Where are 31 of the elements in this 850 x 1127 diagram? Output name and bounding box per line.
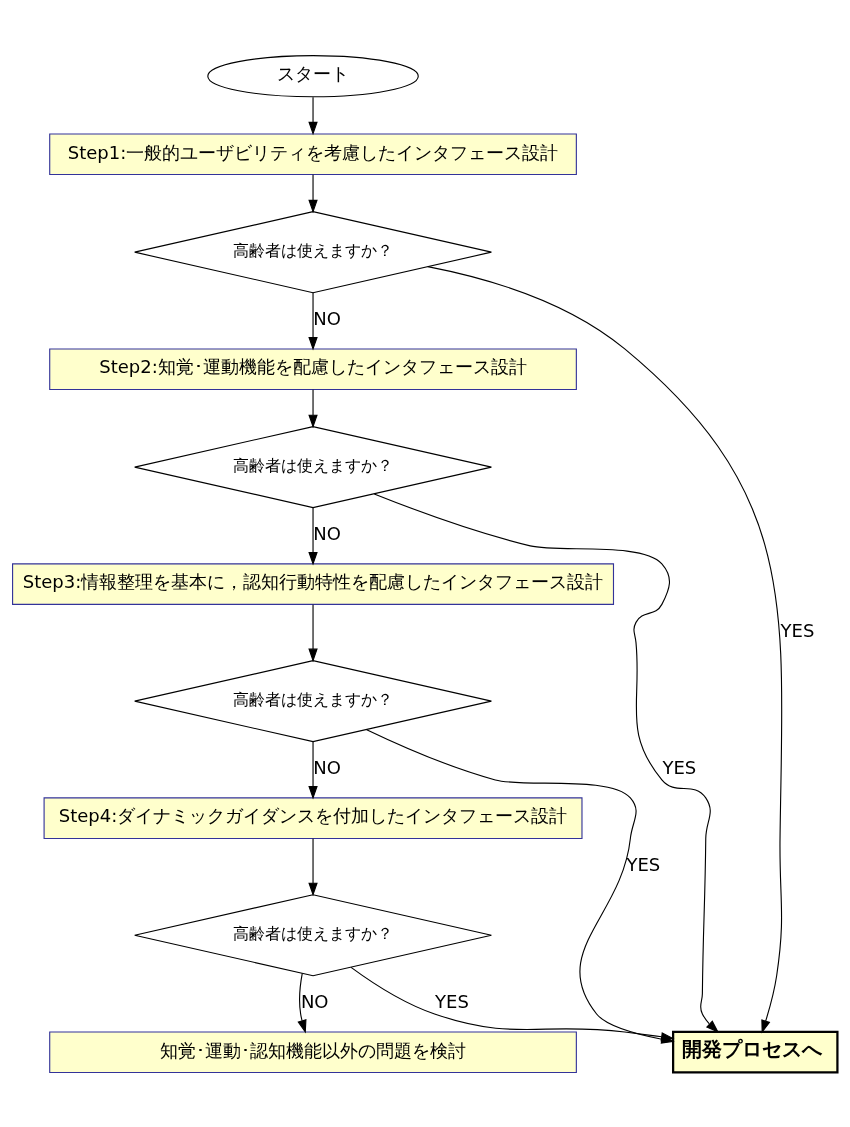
- arrow: [350, 966, 675, 1041]
- node-box: Step1:一般的ユーザビリティを考慮したインタフェース設計: [49, 132, 577, 175]
- node-diamond: 高齢者は使えますか？: [134, 210, 492, 293]
- arrow: [308, 837, 318, 896]
- edge-label: YES: [780, 619, 815, 641]
- arrow: [427, 265, 783, 1033]
- arrow: [308, 603, 318, 662]
- node-diamond: 高齢者は使えますか？: [134, 659, 492, 742]
- edge-label: NO: [313, 756, 341, 778]
- arrow: [308, 740, 318, 799]
- arrow: [308, 506, 318, 565]
- arrow: [308, 173, 318, 213]
- arrow: [308, 388, 318, 428]
- edge-label: NO: [300, 990, 329, 1012]
- arrow: [297, 972, 307, 1033]
- arrow: [308, 291, 318, 351]
- arrow: [308, 96, 318, 135]
- node-box: 開発プロセスへ: [672, 1030, 839, 1074]
- edge-label: YES: [626, 853, 661, 875]
- node-box: Step4:ダイナミックガイダンスを付加したインタフェース設計: [43, 796, 583, 839]
- edge-label: YES: [662, 756, 697, 778]
- arrow: [373, 492, 720, 1033]
- node-diamond: 高齢者は使えますか？: [134, 893, 492, 976]
- node-box: 知覚･運動･認知機能以外の問題を検討: [49, 1030, 577, 1073]
- node-box: Step3:情報整理を基本に，認知行動特性を配慮したインタフェース設計: [12, 562, 615, 605]
- edge-label: NO: [313, 307, 341, 329]
- edge-label: YES: [435, 990, 469, 1012]
- node-box: Step2:知覚･運動機能を配慮したインタフェース設計: [49, 347, 577, 390]
- node-diamond: 高齢者は使えますか？: [134, 425, 492, 508]
- node-ellipse: スタート: [207, 54, 419, 97]
- edge-label: NO: [313, 522, 341, 544]
